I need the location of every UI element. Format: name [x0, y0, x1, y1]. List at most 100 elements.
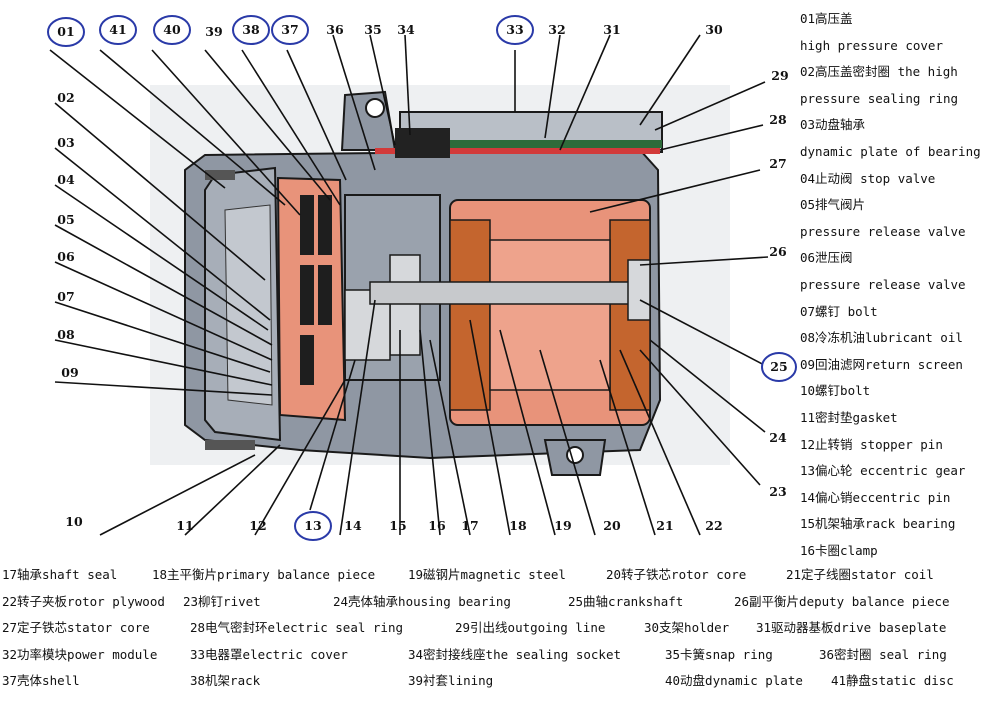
callout-11: 11: [176, 518, 193, 533]
legend-bottom-row: 22转子夹板rotor plywood 23柳钉rivet 24壳体轴承hous…: [2, 589, 988, 616]
callout-22: 22: [705, 518, 722, 533]
callout-text: 33: [506, 22, 523, 37]
legend-bottom-item: 40动盘dynamic plate: [665, 673, 803, 689]
legend-bottom-item: 28电气密封环electric seal ring: [190, 620, 404, 636]
legend-bottom-item: 23柳钉rivet: [183, 593, 261, 609]
drive-board: [430, 140, 662, 148]
callout-01: 01: [47, 17, 85, 47]
callout-ring: [47, 17, 85, 47]
legend-bottom-item: 27定子铁芯stator core: [2, 620, 150, 636]
callout-29: 29: [771, 68, 788, 83]
legend-bottom-row: 17轴承shaft seal 18主平衡片primary balance pie…: [2, 562, 988, 589]
rack-bearing: [389, 254, 421, 356]
callout-text: 38: [242, 22, 260, 37]
callout-text: 41: [109, 22, 126, 37]
callout-25: 25: [761, 352, 797, 382]
housing-bearing: [627, 259, 651, 321]
callout-35: 35: [364, 22, 381, 37]
scroll-wraps: [300, 195, 332, 385]
rotor-core: [489, 239, 611, 391]
legend-bottom-item: 30支架holder: [644, 620, 730, 636]
legend-bottom-item: 17轴承shaft seal: [2, 567, 118, 582]
leader-lines: [49, 34, 769, 536]
legend-bottom-item: 39衬套lining: [408, 673, 494, 689]
legend-right-line: 12止转销 stopper pin: [800, 436, 943, 452]
callout-ring: [761, 352, 797, 382]
callout-text: 13: [304, 518, 321, 533]
legend-right-line: 04止动阀 stop valve: [800, 170, 936, 186]
callout-20: 20: [603, 518, 621, 533]
legend-right-line: dynamic plate of bearing: [800, 143, 981, 159]
callout-07: 07: [57, 289, 74, 304]
legend-right-line: 02高压盖密封圈 the high: [800, 64, 958, 80]
legend-bottom-item: 20转子铁芯rotor core: [606, 567, 747, 582]
legend-bottom-item: 25曲轴crankshaft: [568, 593, 684, 609]
legend-right-line: pressure release valve: [800, 276, 966, 292]
legend-right-line: pressure release valve: [800, 223, 966, 239]
legend-right: 01高压盖 high pressure cover 02高压盖密封圈 the h…: [800, 6, 988, 564]
callout-30: 30: [705, 22, 723, 37]
callout-text: 25: [770, 359, 787, 374]
callout-text: 01: [57, 24, 74, 39]
callout-19: 19: [554, 518, 571, 533]
callout-17: 17: [461, 518, 478, 533]
lug-hole: [365, 98, 385, 118]
legend-bottom-item: 22转子夹板rotor plywood: [2, 593, 165, 609]
bottom-lug-hole: [566, 446, 584, 464]
legend-right-line: 14偏心销eccentric pin: [800, 489, 951, 505]
legend-right-line: 08冷冻机油lubricant oil: [800, 330, 963, 346]
legend-bottom-item: 31驱动器基板drive baseplate: [756, 620, 947, 636]
legend-right-line: 15机架轴承rack bearing: [800, 516, 956, 532]
legend-bottom: 17轴承shaft seal 18主平衡片primary balance pie…: [2, 562, 988, 695]
callout-27: 27: [769, 156, 786, 171]
legend-bottom-item: 36密封圈 seal ring: [819, 646, 947, 662]
legend-bottom-item: 34密封接线座the sealing socket: [408, 646, 622, 662]
callout-40: 40: [153, 15, 191, 45]
legend-bottom-item: 29引出线outgoing line: [455, 620, 606, 636]
callout-text: 40: [163, 22, 181, 37]
bolt-bottom: [205, 440, 255, 450]
legend-bottom-item: 38机架rack: [190, 673, 261, 689]
callout-26: 26: [769, 244, 787, 259]
legend-bottom-item: 26副平衡片deputy balance piece: [734, 593, 950, 609]
callout-38: 38: [232, 15, 270, 45]
legend-right-line: 10螺钉bolt: [800, 383, 871, 399]
callout-18: 18: [509, 518, 527, 533]
callout-10: 10: [65, 514, 83, 529]
callout-02: 02: [57, 90, 74, 105]
legend-bottom-row: 27定子铁芯stator core 28电气密封环electric seal r…: [2, 615, 988, 642]
seal-strip: [375, 148, 660, 154]
stator-coil-left: [449, 219, 491, 411]
legend-bottom-row: 37壳体shell 38机架rack 39衬套lining 40动盘dynami…: [2, 668, 988, 695]
power-module: [395, 128, 450, 158]
legend-right-line: 13偏心轮 eccentric gear: [800, 463, 966, 479]
legend-bottom-item: 21定子线圈stator coil: [786, 567, 934, 582]
callout-13: 13: [294, 511, 332, 541]
legend-right-line: 11密封垫gasket: [800, 409, 898, 425]
bolt-top: [205, 170, 235, 180]
legend-right-line: 06泄压阀: [800, 250, 853, 266]
callout-05: 05: [57, 212, 74, 227]
legend-right-line: 09回油滤网return screen: [800, 356, 963, 372]
legend-bottom-item: 41静盘static disc: [831, 673, 954, 689]
callout-23: 23: [769, 484, 786, 499]
callout-32: 32: [548, 22, 565, 37]
legend-bottom-item: 24壳体轴承housing bearing: [333, 593, 511, 609]
callout-ring: [496, 15, 534, 45]
callout-34: 34: [397, 22, 415, 37]
legend-right-line: 16卡圈clamp: [800, 542, 878, 558]
legend-bottom-item: 37壳体shell: [2, 673, 80, 689]
callout-14: 14: [344, 518, 362, 533]
legend-right-line: 05排气阀片: [800, 197, 866, 213]
legend-right-line: 07螺钉 bolt: [800, 303, 878, 319]
callout-21: 21: [656, 518, 673, 533]
callout-04: 04: [57, 172, 75, 187]
callout-08: 08: [57, 327, 75, 342]
legend-bottom-row: 32功率模块power module 33电器罩electric cover 3…: [2, 642, 988, 669]
callout-ring: [294, 511, 332, 541]
legend-bottom-item: 19磁钢片magnetic steel: [408, 567, 566, 582]
legend-bottom-item: 18主平衡片primary balance piece: [152, 567, 376, 582]
callout-text: 37: [281, 22, 298, 37]
legend-right-line: pressure sealing ring: [800, 90, 959, 106]
